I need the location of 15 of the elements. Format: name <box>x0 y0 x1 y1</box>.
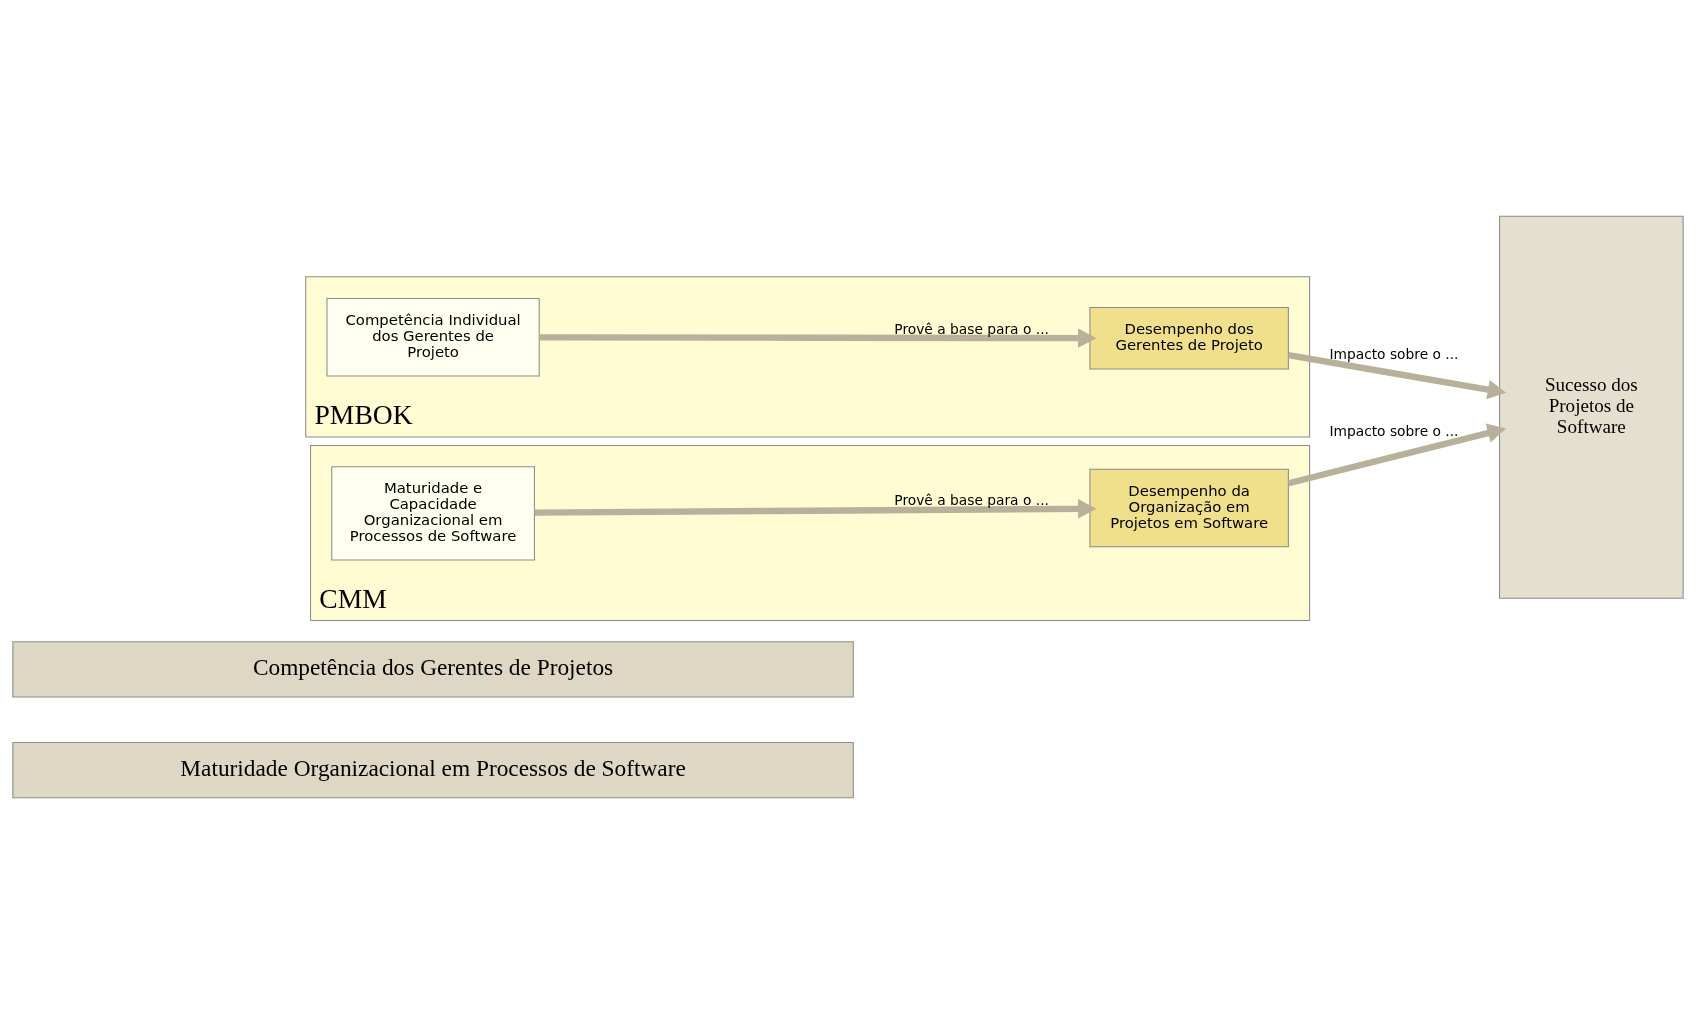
node-box: Desempenho da Organização em Projetos em Software <box>1089 468 1289 548</box>
arrow <box>1287 423 1507 487</box>
edge-label: Impacto sobre o ... <box>1329 345 1459 362</box>
arrow <box>534 499 1097 519</box>
node-box: Maturidade e Capacidade Organizacional em Processos de Software <box>331 466 535 561</box>
edge-label: Provê a base para o ... <box>894 492 1049 509</box>
node-box: Desempenho dos Gerentes de Projeto <box>1089 306 1289 370</box>
node-box: Maturidade Organizacional em Processos de Software <box>12 742 854 799</box>
arrow <box>539 328 1097 348</box>
node-box: Competência dos Gerentes de Projetos <box>12 641 854 698</box>
node-box: Competência Individual dos Gerentes de Projeto <box>326 297 540 377</box>
edge-label: Impacto sobre o ... <box>1329 423 1459 440</box>
node-box: Sucesso dos Projetos de Software <box>1499 215 1684 599</box>
arrow <box>1288 352 1507 400</box>
edge-label: Provê a base para o ... <box>894 321 1049 338</box>
